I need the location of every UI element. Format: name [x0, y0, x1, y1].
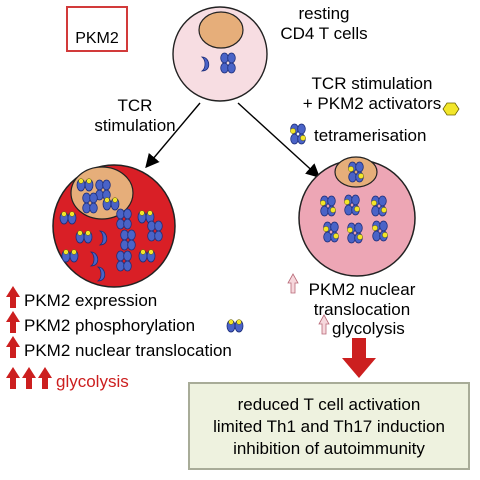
right-effect-glycolysis: glycolysis	[332, 319, 405, 338]
resting-label-line2: CD4 T cells	[280, 24, 368, 43]
up-arrow-expression-icon	[6, 286, 20, 308]
right-branch-label: TCR stimulation + PKM2 activators	[290, 74, 454, 114]
arrow-left-branch	[145, 102, 201, 169]
resting-cell	[172, 6, 268, 102]
outcome-line-1: reduced T cell activation	[237, 395, 421, 414]
resting-label: resting CD4 T cells	[268, 4, 380, 44]
effect-expression: PKM2 expression	[24, 291, 158, 310]
left-branch-line1: TCR	[117, 96, 153, 115]
right-branch-line2: + PKM2 activators	[302, 94, 442, 113]
activated-cell	[52, 164, 176, 288]
effect-phosphorylation: PKM2 phosphorylation	[24, 316, 196, 335]
effect-nuclear-translocation: PKM2 nuclear translocation	[24, 341, 232, 360]
up-arrow-phospho-icon	[6, 311, 20, 333]
right-branch-line1: TCR stimulation	[311, 74, 433, 93]
tetramerisation-label: tetramerisation	[314, 126, 427, 145]
arrow-right-branch	[237, 102, 321, 178]
resting-label-line1: resting	[298, 4, 350, 23]
effect-glycolysis: glycolysis	[56, 372, 129, 391]
down-arrow-outcome-icon	[342, 338, 376, 378]
outcome-line-3: inhibition of autoimmunity	[233, 439, 425, 458]
left-branch-line2: stimulation	[94, 116, 176, 135]
right-effect-translocation-line1: PKM2 nuclear	[308, 280, 416, 299]
tetramer-activator-icon	[290, 124, 305, 144]
phospho-dimer-icon	[227, 320, 243, 332]
legend-label: PKM2	[75, 30, 119, 47]
activator-hexagon-icon	[442, 102, 460, 116]
legend-box: PKM2	[66, 6, 128, 52]
outcome-line-2: limited Th1 and Th17 induction	[213, 417, 445, 436]
left-branch-label: TCR stimulation	[80, 96, 190, 136]
right-effect-translocation-line2: translocation	[313, 300, 411, 319]
right-effect-translocation: PKM2 nuclear translocation	[300, 280, 424, 320]
treated-cell	[298, 156, 416, 277]
outcome-box: reduced T cell activation limited Th1 an…	[188, 382, 470, 470]
triple-up-arrow-icon	[6, 367, 52, 389]
up-arrow-translocation-icon	[6, 336, 20, 358]
pale-up-arrow-translocation-icon	[287, 273, 299, 294]
